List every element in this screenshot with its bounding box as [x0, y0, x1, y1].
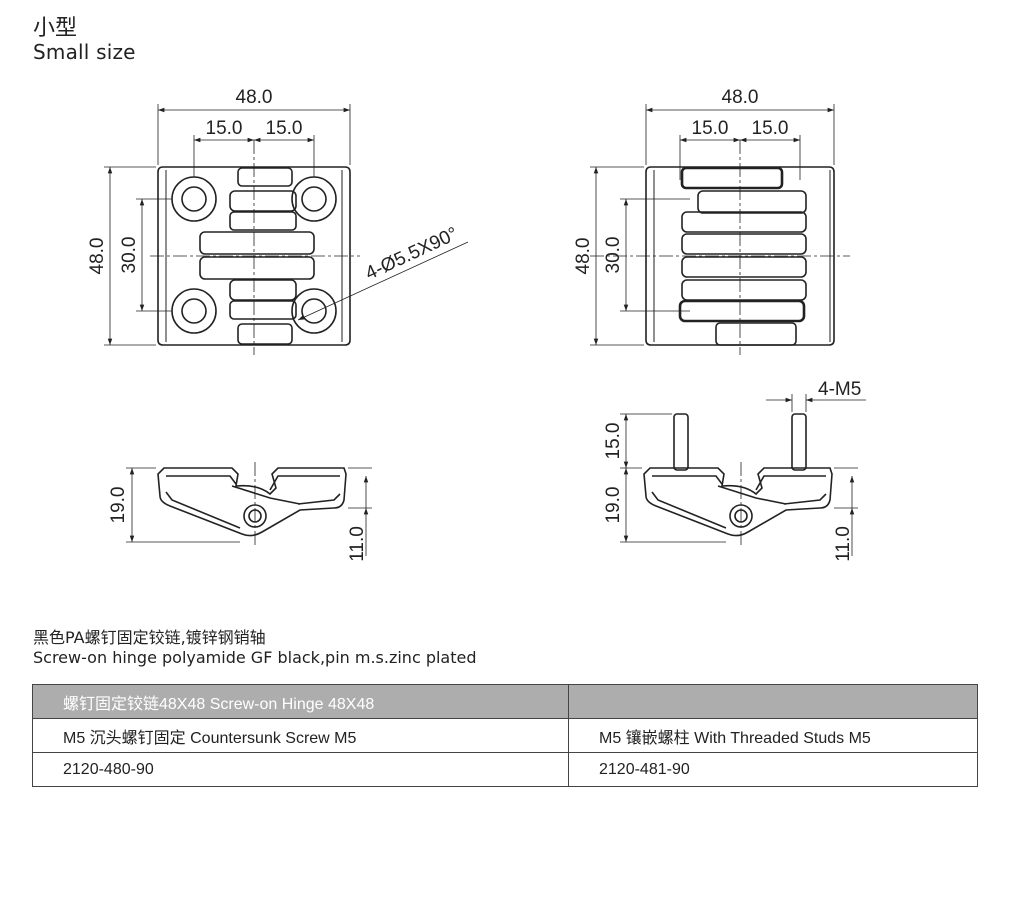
side-right-dimensions [620, 394, 866, 556]
spec-table: 螺钉固定铰链48X48 Screw-on Hinge 48X48 M5 沉头螺钉… [32, 684, 978, 787]
title-chinese: 小型 [33, 16, 78, 41]
front-view-countersunk [157, 166, 351, 346]
dim-pitch-left-b: 15.0 [266, 118, 303, 139]
table-row: 2120-480-90 2120-481-90 [32, 752, 978, 787]
description-english: Screw-on hinge polyamide GF black,pin m.… [33, 648, 477, 667]
dim-hole-callout: 4-Ø5.5X90° [362, 223, 461, 284]
table-cell: M5 镶嵌螺柱 With Threaded Studs M5 [568, 718, 978, 753]
table-cell: 2120-481-90 [568, 752, 978, 787]
dim-width-left: 48.0 [236, 87, 273, 108]
dim-stud-thread: 4-M5 [818, 379, 861, 400]
dim-stud-height: 15.0 [603, 423, 624, 460]
dim-thickness-left: 19.0 [108, 487, 129, 524]
dim-knuckle-right: 11.0 [833, 526, 854, 562]
description-chinese: 黑色PA螺钉固定铰链,镀锌钢销轴 [33, 628, 266, 647]
dim-knuckle-left: 11.0 [347, 526, 368, 562]
table-row: M5 沉头螺钉固定 Countersunk Screw M5 M5 镶嵌螺柱 W… [32, 718, 978, 753]
technical-drawing: 48.0 15.0 15.0 48.0 30.0 4-Ø5.5X90° 48.0 [87, 87, 866, 562]
dim-height-right: 48.0 [573, 238, 594, 275]
dim-height-left: 48.0 [87, 238, 108, 275]
dim-pitch-right-b: 15.0 [752, 118, 789, 139]
dim-hole-spacing-right: 30.0 [603, 237, 624, 274]
dim-hole-spacing-left: 30.0 [119, 237, 140, 274]
dim-width-right: 48.0 [722, 87, 759, 108]
dim-pitch-right-a: 15.0 [692, 118, 729, 139]
side-view-countersunk [157, 467, 347, 537]
front-left-dimensions [104, 104, 469, 355]
dim-pitch-left-a: 15.0 [206, 118, 243, 139]
dim-thickness-right: 19.0 [603, 487, 624, 524]
side-left-dimensions [126, 462, 372, 556]
table-header-cell [568, 684, 978, 719]
table-header-row: 螺钉固定铰链48X48 Screw-on Hinge 48X48 [32, 684, 978, 719]
front-right-dimensions [590, 104, 850, 355]
side-view-studs [643, 413, 833, 537]
table-cell: 2120-480-90 [32, 752, 569, 787]
table-cell: M5 沉头螺钉固定 Countersunk Screw M5 [32, 718, 569, 753]
title-english: Small size [33, 40, 136, 64]
table-header-cell: 螺钉固定铰链48X48 Screw-on Hinge 48X48 [32, 684, 569, 719]
